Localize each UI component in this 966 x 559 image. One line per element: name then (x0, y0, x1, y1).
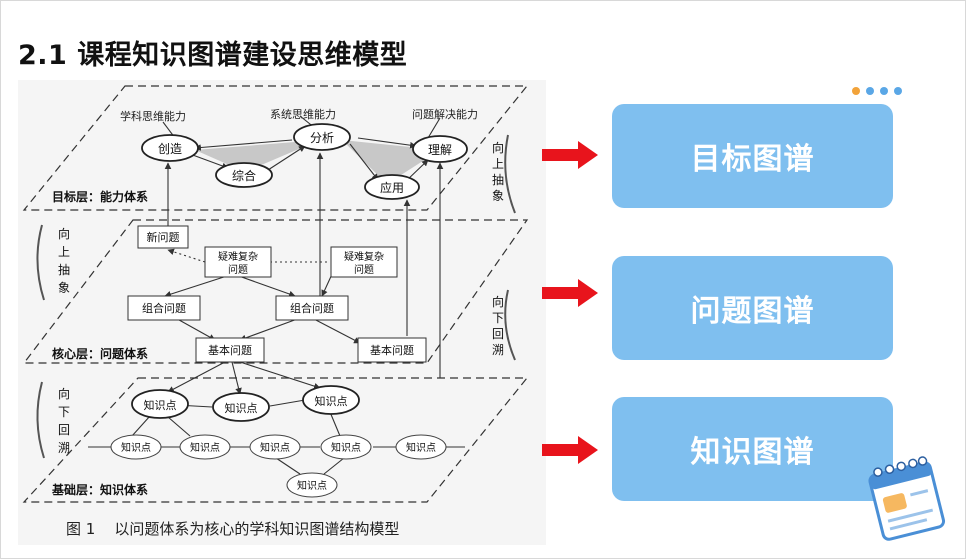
svg-text:下: 下 (58, 405, 70, 419)
goal-node-understand: 理解 (412, 135, 468, 163)
knowledge-graph-box: 知识图谱 (612, 397, 893, 501)
svg-text:知识点: 知识点 (406, 441, 436, 454)
ability-label-1: 学科思维能力 (120, 109, 186, 123)
core-node-combined-problem-1: 组合问题 (127, 295, 201, 321)
svg-text:理解: 理解 (428, 143, 452, 157)
svg-text:疑难复杂: 疑难复杂 (344, 250, 384, 263)
bracket-left-middle (36, 224, 45, 301)
svg-text:新问题: 新问题 (147, 230, 180, 244)
svg-text:基本问题: 基本问题 (208, 343, 252, 357)
svg-text:溯: 溯 (58, 440, 70, 455)
svg-text:溯: 溯 (492, 342, 504, 357)
svg-text:疑难复杂: 疑难复杂 (218, 250, 258, 263)
svg-text:组合问题: 组合问题 (142, 301, 186, 315)
knowledge-point-node (110, 434, 162, 460)
svg-text:向: 向 (492, 294, 504, 309)
svg-text:回: 回 (492, 327, 504, 341)
core-node-complex-problem-2: 疑难复杂 问题 (330, 246, 398, 278)
slide-title: 2.1 课程知识图谱建设思维模型 (18, 40, 408, 71)
svg-text:抽: 抽 (58, 263, 70, 277)
svg-text:象: 象 (58, 281, 70, 295)
core-node-new-problem: 新问题 (137, 225, 189, 249)
svg-text:知识点: 知识点 (260, 441, 290, 454)
knowledge-point-node (131, 389, 189, 419)
core-layer-plane (22, 219, 529, 364)
svg-text:知识点: 知识点 (144, 398, 177, 412)
svg-text:综合: 综合 (232, 168, 256, 183)
base-layer-label: 基础层：知识体系 (51, 482, 148, 497)
goal-layer-label: 目标层：能力体系 (52, 189, 148, 204)
core-layer-label: 核心层：问题体系 (52, 346, 148, 361)
notepad-icon (868, 456, 946, 541)
knowledge-point-node (212, 392, 270, 422)
red-arrow-icon (542, 436, 598, 464)
problem-graph-box: 问题图谱 (612, 256, 893, 360)
ability-triangle-left (195, 140, 320, 172)
svg-text:抽: 抽 (492, 173, 504, 187)
figure-caption: 图 1 以问题体系为核心的学科知识图谱结构模型 (66, 520, 399, 538)
svg-text:回: 回 (58, 423, 70, 437)
svg-text:上: 上 (492, 157, 504, 171)
svg-text:上: 上 (58, 245, 70, 259)
knowledge-point-row2: 知识点 知识点 知识点 知识点 知识点 知识点 (110, 434, 447, 498)
svg-text:创造: 创造 (158, 142, 182, 156)
svg-text:向: 向 (58, 386, 70, 401)
svg-text:知识点: 知识点 (190, 441, 220, 454)
bracket-right-middle (504, 289, 516, 361)
core-node-combined-problem-2: 组合问题 (275, 295, 349, 321)
svg-text:组合问题: 组合问题 (290, 301, 334, 315)
core-node-complex-problem-1: 疑难复杂 问题 (204, 246, 272, 278)
svg-text:知识点: 知识点 (315, 394, 348, 408)
knowledge-point-node (395, 434, 447, 460)
bracket-right-top (504, 134, 516, 214)
svg-text:知识点: 知识点 (297, 479, 327, 492)
goal-node-analyze: 分析 (293, 123, 351, 151)
knowledge-point-row1: 知识点 知识点 知识点 (131, 385, 360, 422)
svg-text:问题: 问题 (354, 263, 374, 276)
dot-icon (852, 87, 860, 95)
svg-text:知识点: 知识点 (121, 441, 151, 454)
goal-node-apply: 应用 (364, 174, 420, 200)
svg-text:知识点: 知识点 (331, 441, 361, 454)
goal-layer-plane (22, 85, 529, 211)
dot-icon (866, 87, 874, 95)
red-arrow-icon (542, 279, 598, 307)
svg-text:问题: 问题 (228, 263, 248, 276)
knowledge-point-node (320, 434, 372, 460)
svg-text:知识点: 知识点 (225, 401, 258, 415)
goal-node-synthesize: 综合 (215, 162, 273, 188)
bracket-left-bottom (36, 381, 45, 459)
knowledge-point-node (286, 472, 338, 498)
knowledge-point-node (249, 434, 301, 460)
svg-text:基本问题: 基本问题 (370, 343, 414, 357)
svg-text:分析: 分析 (310, 131, 334, 145)
svg-text:向: 向 (58, 226, 70, 241)
dot-icon (880, 87, 888, 95)
svg-text:下: 下 (492, 311, 504, 325)
goal-graph-box: 目标图谱 (612, 104, 893, 208)
goal-node-create: 创造 (141, 134, 199, 162)
red-arrow-icon (542, 141, 598, 169)
svg-text:应用: 应用 (380, 180, 404, 195)
knowledge-point-node (302, 385, 360, 415)
dot-icon (894, 87, 902, 95)
ability-label-2: 系统思维能力 (270, 107, 336, 121)
svg-text:向: 向 (492, 140, 504, 155)
knowledge-point-node (179, 434, 231, 460)
core-node-basic-problem-2: 基本问题 (357, 337, 427, 363)
ability-label-3: 问题解决能力 (412, 107, 478, 121)
base-layer-plane (22, 377, 529, 503)
core-node-basic-problem-1: 基本问题 (195, 337, 265, 363)
svg-text:象: 象 (492, 189, 504, 203)
decorative-dots (852, 80, 908, 99)
